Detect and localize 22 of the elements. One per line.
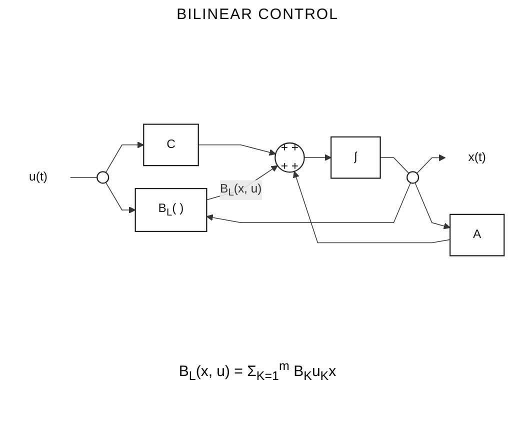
arrow <box>416 154 446 174</box>
node-circle: + + + + <box>274 142 305 173</box>
node-text: x(t) <box>468 150 486 164</box>
connector <box>380 157 410 174</box>
arrow <box>414 182 450 230</box>
arrow <box>206 165 278 200</box>
node-box: C <box>143 124 199 166</box>
node-box: A <box>450 214 505 256</box>
arrow <box>292 171 450 244</box>
arrow <box>198 144 276 156</box>
arrow <box>304 154 332 161</box>
diagram-title: BILINEAR CONTROL <box>176 6 340 23</box>
edge-label: B$_{L}$(x, u) <box>220 182 262 198</box>
formula-text: B$_{L}$(x, u) = Σ$_{K=1}$$^{m}$ B$_{K}$u$_{K}$x <box>178 359 338 383</box>
node-circle <box>406 171 420 184</box>
connector <box>70 177 98 178</box>
arrow <box>105 142 144 173</box>
node-circle <box>96 171 110 184</box>
arrow <box>105 182 136 214</box>
node-text: u(t) <box>29 170 48 184</box>
arrow <box>206 182 411 224</box>
node-box: B$_{L}$( ) <box>134 188 208 232</box>
